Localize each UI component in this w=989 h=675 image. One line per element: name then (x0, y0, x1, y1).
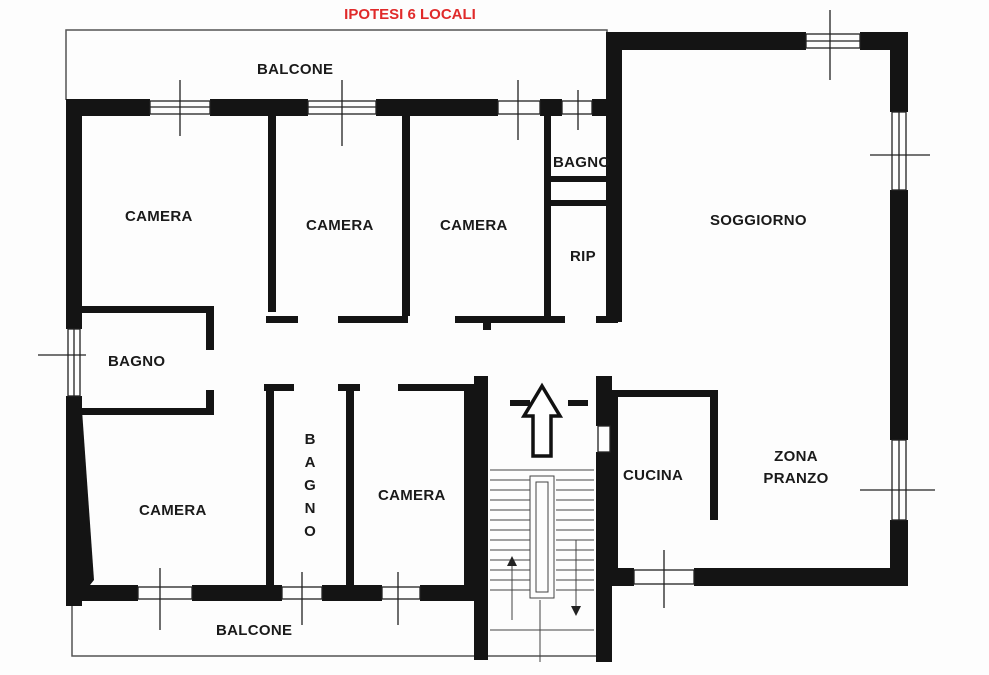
walls (66, 32, 908, 662)
room-label-bagno-top: BAGNO (553, 154, 611, 171)
balcony-outline-top (65, 29, 608, 100)
room-label-soggiorno: SOGGIORNO (710, 212, 807, 229)
room-label-camera-4: CAMERA (139, 502, 207, 519)
room-label-zona-pranzo: ZONA PRANZO (760, 446, 832, 490)
room-label-camera-5: CAMERA (378, 487, 446, 504)
room-label-bagno-vertical: BAGNO (304, 431, 316, 540)
room-label-camera-2: CAMERA (306, 217, 374, 234)
stairs (490, 469, 594, 662)
room-label-bagno-left: BAGNO (108, 353, 166, 370)
room-label-rip: RIP (570, 248, 596, 265)
plan-title: IPOTESI 6 LOCALI (344, 6, 476, 23)
up-arrow-icon (520, 382, 564, 458)
room-label-camera-1: CAMERA (125, 208, 193, 225)
room-label-zona-pranzo-line2: PRANZO (763, 470, 829, 487)
balcony-outline-bottom (71, 600, 610, 657)
room-label-balcone-top: BALCONE (257, 61, 334, 78)
stair-direction-arrows (507, 556, 581, 616)
room-label-zona-pranzo-line1: ZONA (774, 448, 818, 465)
windows (38, 10, 935, 630)
room-label-camera-3: CAMERA (440, 217, 508, 234)
room-label-cucina: CUCINA (623, 467, 684, 484)
room-label-balcone-bottom: BALCONE (216, 622, 293, 639)
